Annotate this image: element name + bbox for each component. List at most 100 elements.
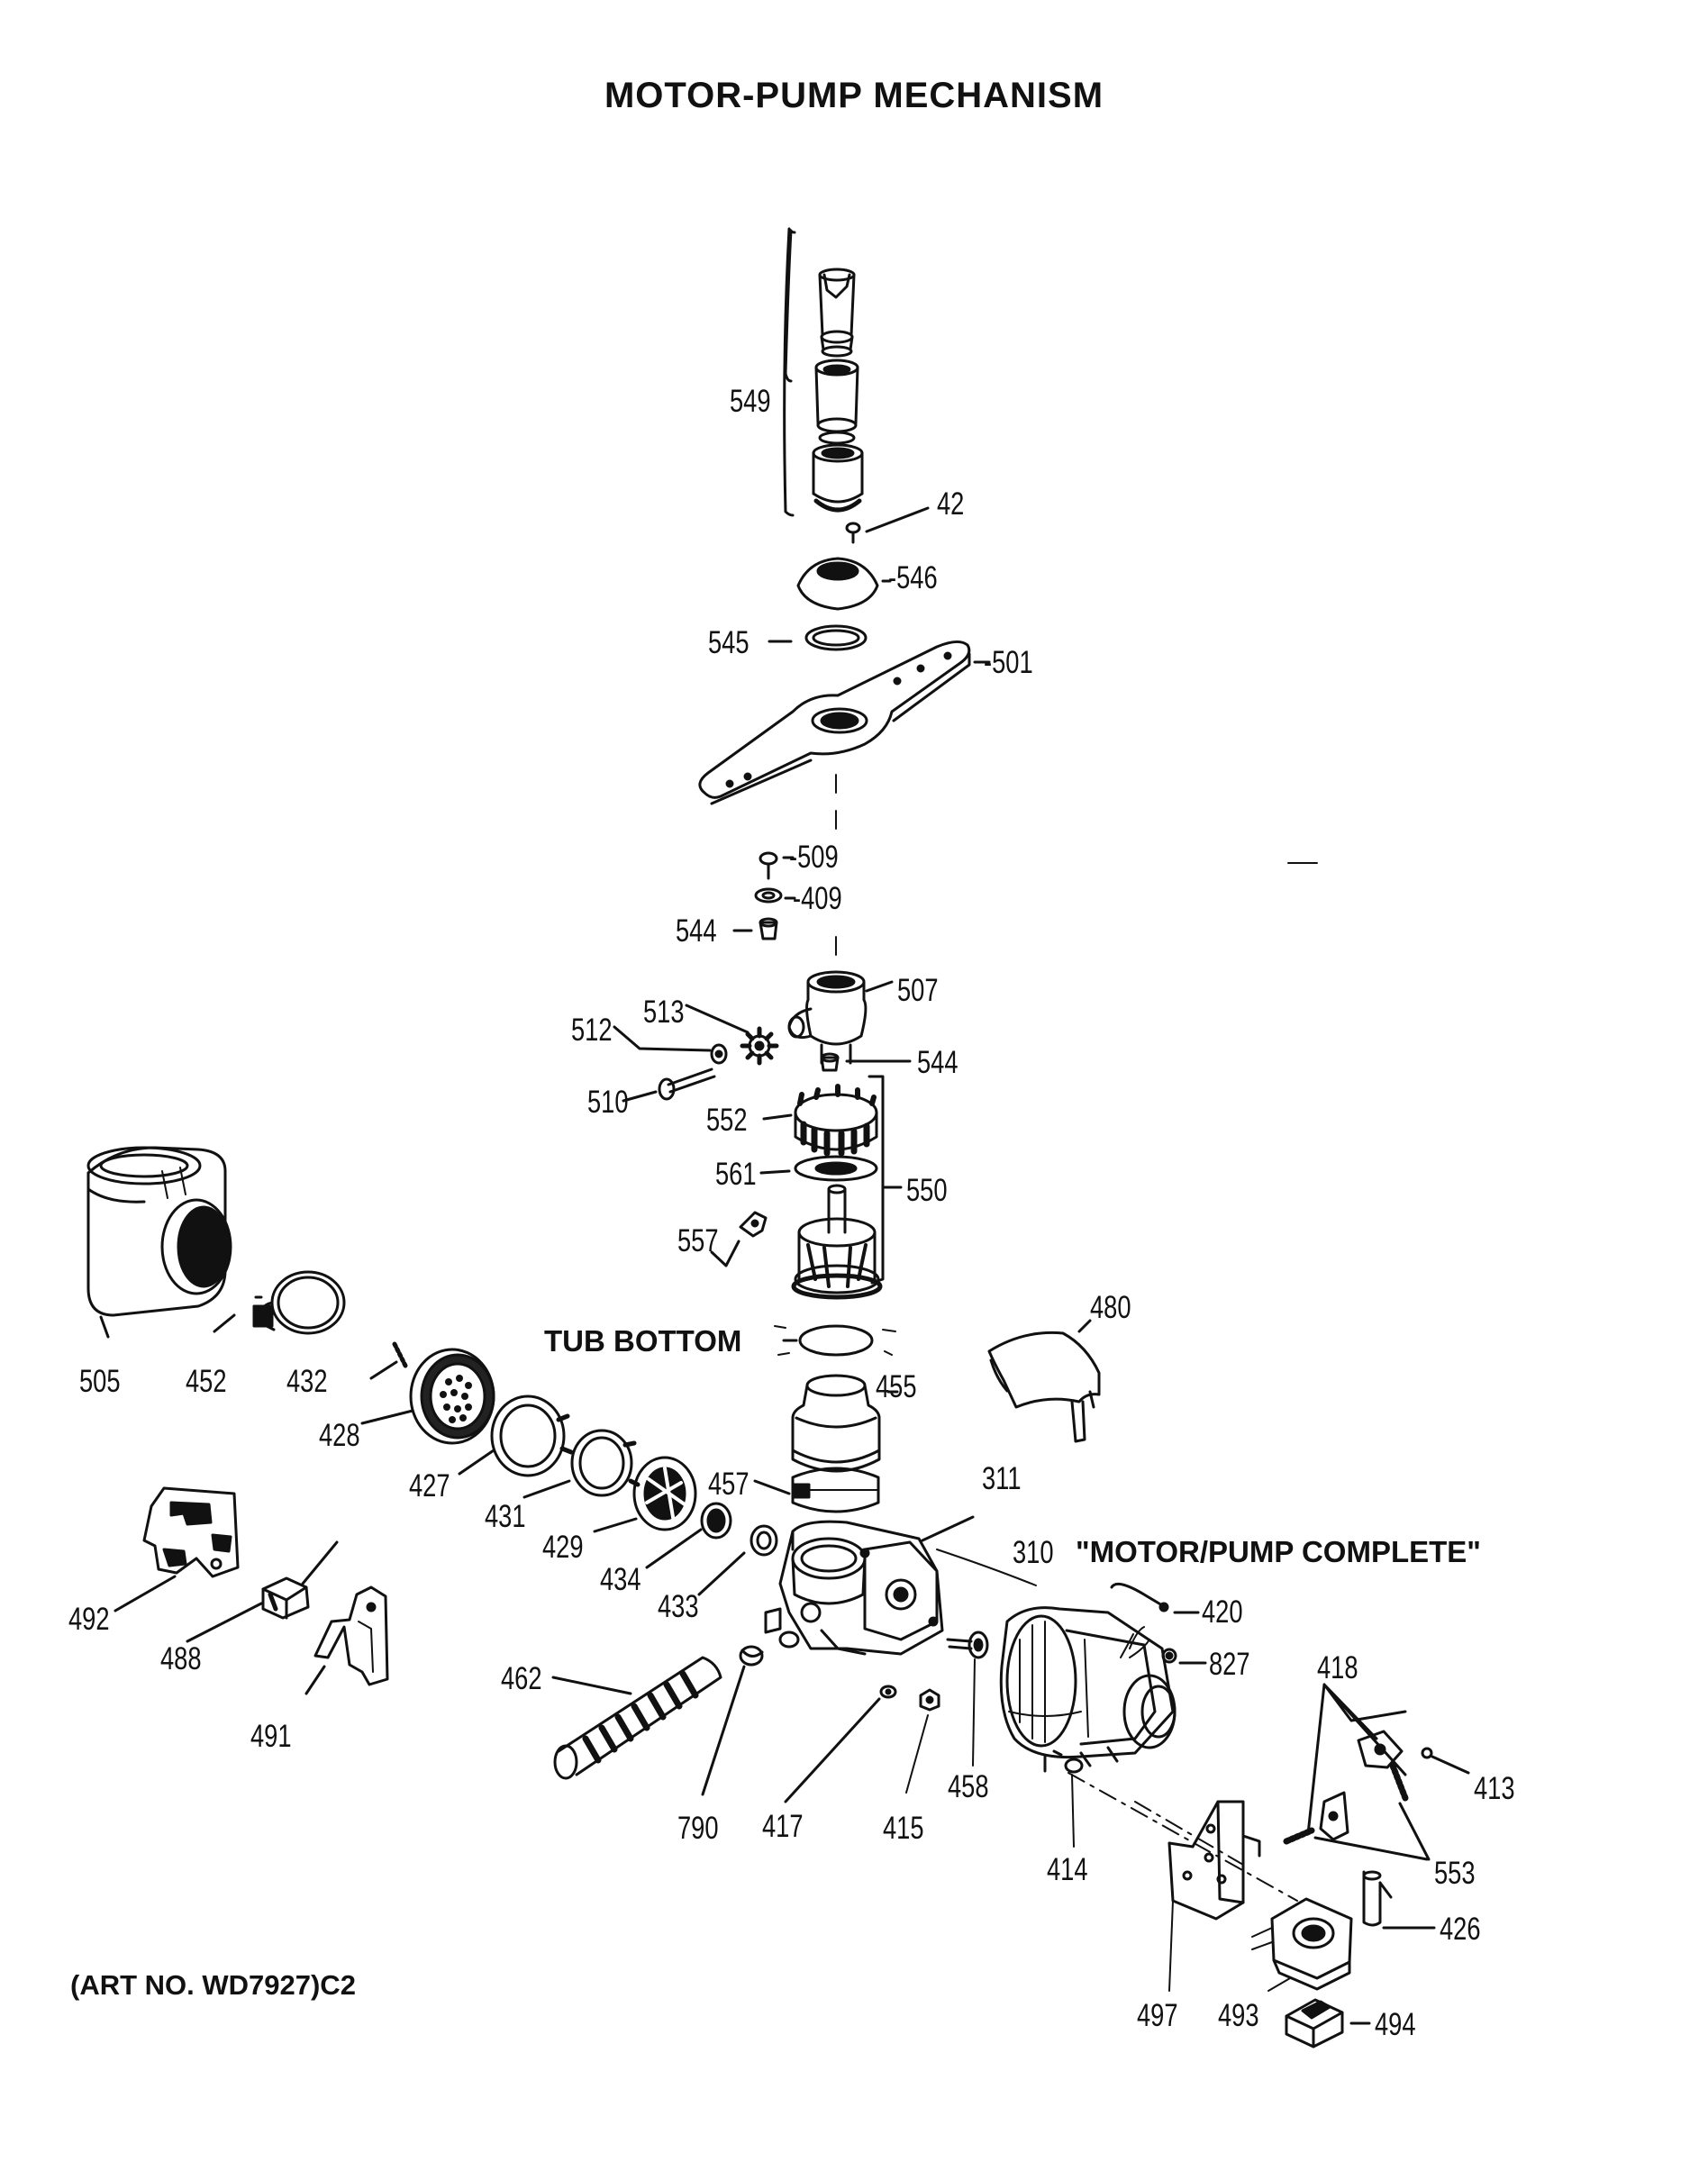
callout-512: 512 bbox=[571, 1013, 613, 1048]
callout-409: -409 bbox=[793, 881, 842, 916]
callout-550: 550 bbox=[906, 1173, 948, 1208]
part-414-screw bbox=[1052, 1749, 1084, 1848]
part-549-spray-tower bbox=[783, 227, 864, 517]
callout-458: 458 bbox=[948, 1769, 989, 1804]
part-512-washer bbox=[613, 1025, 728, 1065]
callout-513: 513 bbox=[643, 995, 685, 1030]
part-455-bellows bbox=[791, 1374, 899, 1473]
callout-426: 426 bbox=[1440, 1912, 1481, 1947]
callout-552: 552 bbox=[706, 1103, 748, 1138]
callout-417: 417 bbox=[762, 1809, 804, 1844]
art-number: (ART NO. WD7927)C2 bbox=[70, 1969, 356, 2001]
page-title: MOTOR-PUMP MECHANISM bbox=[604, 76, 1104, 115]
part-427-seal bbox=[458, 1394, 574, 1477]
callout-434: 434 bbox=[600, 1562, 641, 1597]
callout-493: 493 bbox=[1218, 1998, 1259, 2033]
callout-418: 418 bbox=[1317, 1650, 1358, 1685]
callout-457: 457 bbox=[708, 1467, 750, 1502]
callout-544-upper: 544 bbox=[676, 913, 717, 949]
part-415-nut bbox=[905, 1688, 940, 1794]
part-544-bushing-upper bbox=[732, 917, 778, 940]
part-557-clip bbox=[710, 1211, 768, 1267]
part-426-pin bbox=[1362, 1870, 1436, 1930]
callout-433: 433 bbox=[658, 1589, 699, 1624]
part-561-washer bbox=[759, 1155, 878, 1182]
part-42-screw bbox=[845, 506, 930, 544]
part-509-screw bbox=[759, 851, 795, 880]
part-544-bushing-lower bbox=[820, 1052, 912, 1072]
part-434-impeller bbox=[645, 1502, 732, 1569]
part-417-washer bbox=[784, 1685, 897, 1803]
callout-310: 310 bbox=[1013, 1535, 1054, 1570]
part-501-spray-arm bbox=[698, 640, 991, 805]
part-418-bracket bbox=[1306, 1683, 1470, 1841]
part-452-clamp bbox=[213, 1270, 346, 1335]
callout-415: 415 bbox=[883, 1811, 924, 1846]
part-432-spring bbox=[369, 1341, 408, 1380]
part-790-coupling bbox=[701, 1645, 764, 1796]
part-550-impeller bbox=[791, 1184, 883, 1300]
callout-488: 488 bbox=[160, 1641, 202, 1676]
part-545-ring bbox=[768, 624, 868, 651]
part-497-plate bbox=[1167, 1800, 1261, 1992]
callout-545: 545 bbox=[708, 625, 750, 660]
callout-429: 429 bbox=[542, 1530, 584, 1565]
part-409-washer bbox=[754, 887, 796, 904]
part-546-nut bbox=[796, 557, 892, 611]
callout-452: 452 bbox=[186, 1364, 227, 1399]
callout-827: 827 bbox=[1209, 1647, 1250, 1682]
callout-549: 549 bbox=[730, 384, 771, 419]
part-457-clamp bbox=[753, 1467, 880, 1513]
callout-505: 505 bbox=[79, 1364, 121, 1399]
callout-553: 553 bbox=[1434, 1856, 1476, 1891]
callout-462: 462 bbox=[501, 1661, 542, 1696]
callout-414: 414 bbox=[1047, 1852, 1088, 1887]
callout-431: 431 bbox=[485, 1499, 526, 1534]
callout-432: 432 bbox=[286, 1364, 328, 1399]
callout-455: 455 bbox=[876, 1369, 917, 1404]
assembly-centerline bbox=[1068, 1772, 1298, 1902]
callout-507: 507 bbox=[897, 973, 939, 1008]
part-513-gear bbox=[685, 1004, 779, 1066]
part-505-duct bbox=[86, 1146, 232, 1339]
part-462-worm-shaft bbox=[551, 1656, 722, 1780]
callout-544-lower: 544 bbox=[917, 1045, 958, 1080]
motor-pump-complete-label: "MOTOR/PUMP COMPLETE" bbox=[1076, 1535, 1481, 1568]
part-tub-bottom-gasket bbox=[774, 1324, 896, 1357]
part-827-screw bbox=[1161, 1648, 1207, 1665]
callout-491: 491 bbox=[250, 1719, 292, 1754]
callout-546: -546 bbox=[888, 560, 938, 595]
callout-510: 510 bbox=[587, 1085, 629, 1120]
callout-427: 427 bbox=[409, 1468, 450, 1503]
part-493-solenoid bbox=[1251, 1897, 1353, 1992]
callout-557: 557 bbox=[677, 1223, 719, 1258]
callout-428: 428 bbox=[319, 1418, 360, 1453]
part-488-switch bbox=[186, 1540, 339, 1643]
callout-561: 561 bbox=[715, 1157, 757, 1192]
part-492-actuator bbox=[114, 1486, 240, 1612]
part-429-impeller bbox=[593, 1456, 697, 1533]
part-510-screw bbox=[622, 1067, 716, 1103]
callout-420: 420 bbox=[1202, 1594, 1243, 1630]
part-507-housing bbox=[787, 970, 894, 1065]
tub-bottom-label: TUB BOTTOM bbox=[544, 1324, 742, 1358]
callout-509: -509 bbox=[789, 840, 839, 875]
part-311-pump-housing bbox=[764, 1515, 1037, 1656]
part-433-bearing bbox=[697, 1524, 778, 1596]
callout-492: 492 bbox=[68, 1602, 110, 1637]
callout-480: 480 bbox=[1090, 1290, 1131, 1325]
part-420-wire bbox=[1110, 1582, 1200, 1614]
callout-42: 42 bbox=[937, 486, 965, 522]
callout-497: 497 bbox=[1137, 1998, 1178, 2033]
callout-494: 494 bbox=[1375, 2007, 1416, 2042]
center-line-upper bbox=[835, 774, 1318, 956]
callout-413: 413 bbox=[1474, 1771, 1515, 1806]
part-553-springs bbox=[1283, 1762, 1431, 1861]
part-491-bracket bbox=[304, 1585, 389, 1695]
part-428-screen bbox=[360, 1348, 495, 1445]
part-494-plunger bbox=[1285, 1998, 1371, 2048]
callout-311: 311 bbox=[982, 1461, 1022, 1496]
part-458-screw bbox=[946, 1631, 989, 1767]
